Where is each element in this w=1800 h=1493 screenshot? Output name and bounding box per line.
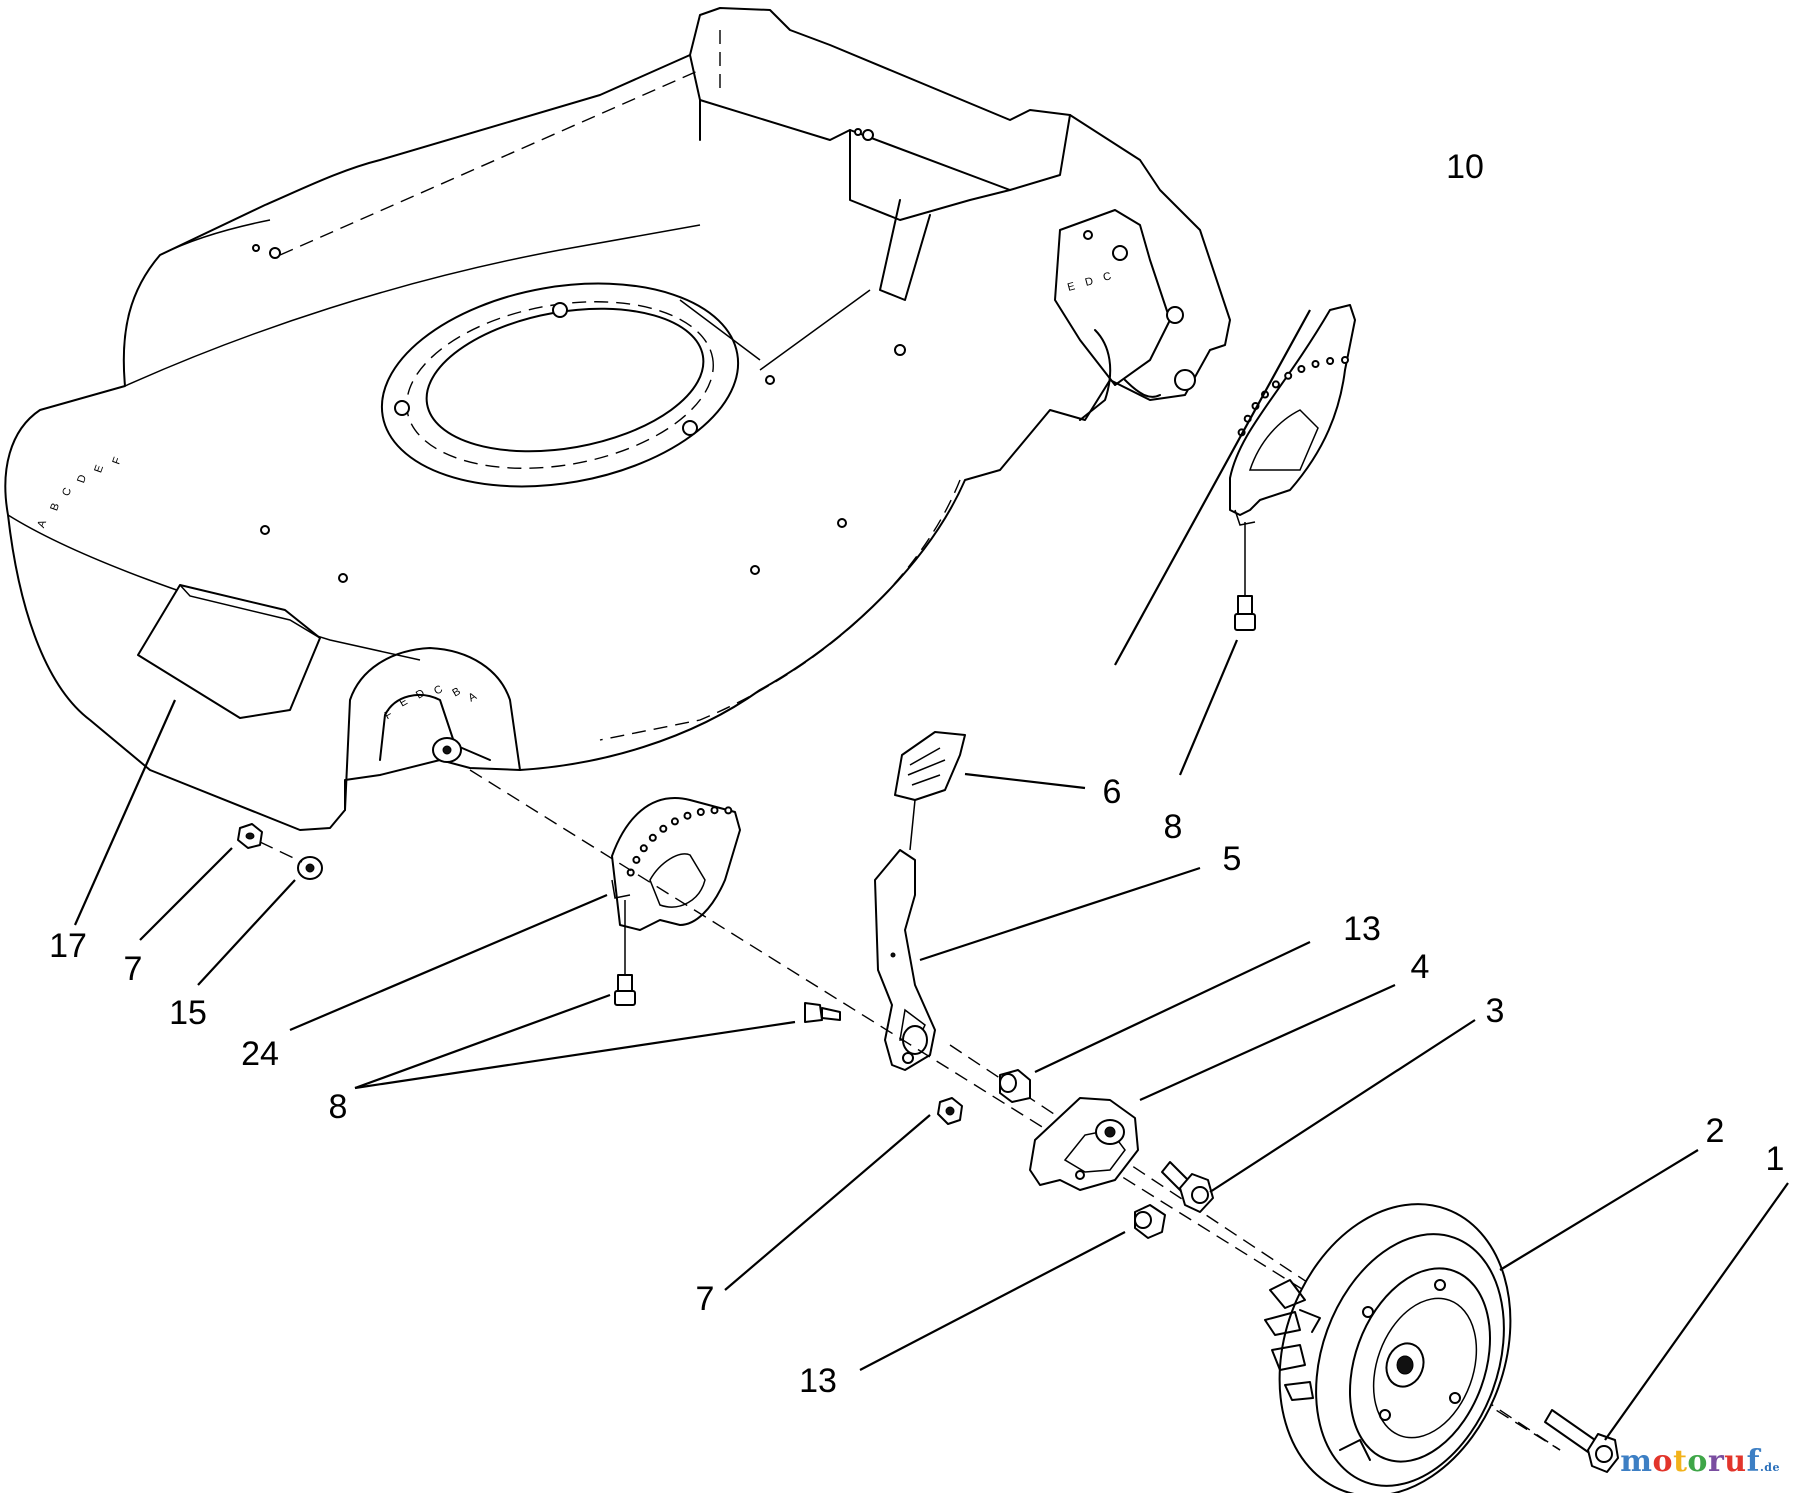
callout-15: 15 xyxy=(169,994,207,1032)
callout-7-upper: 7 xyxy=(124,950,143,988)
callout-8-lower: 8 xyxy=(329,1088,348,1126)
adjuster-notch xyxy=(1284,371,1293,380)
nut-upper-left xyxy=(237,823,263,849)
adjuster-notch xyxy=(1341,356,1349,364)
lever-grip xyxy=(894,731,966,851)
callout-labels: 1 2 3 4 5 6 7 7 8 8 10 13 13 15 17 24 xyxy=(49,148,1784,1400)
front-wheel-well xyxy=(344,647,521,811)
axle-axis-low xyxy=(949,1044,1561,1451)
height-scale-letter: D xyxy=(75,473,89,485)
mounting-bosses xyxy=(252,128,906,583)
main-axle-axis xyxy=(469,769,1561,1451)
watermark-suffix: .de xyxy=(1759,1461,1780,1474)
height-scale-letter: E xyxy=(1066,280,1076,293)
screw-rear xyxy=(1234,595,1256,631)
engine-mount-ring xyxy=(380,282,740,488)
callout-6: 6 xyxy=(1103,773,1122,811)
callout-8-upper: 8 xyxy=(1164,808,1183,846)
grip-guide xyxy=(909,799,916,851)
spacer-lower xyxy=(1134,1204,1166,1239)
callout-10: 10 xyxy=(1446,148,1484,186)
decal-plate-inner xyxy=(179,584,321,639)
hidden-line-top xyxy=(279,69,701,256)
callout-7-lower: 7 xyxy=(696,1280,715,1318)
deck-outline xyxy=(4,7,1231,831)
adjuster-notch xyxy=(724,806,733,815)
height-adjuster-plate-front xyxy=(611,797,741,1006)
rear-recess xyxy=(1079,329,1161,421)
adjuster-notch xyxy=(659,824,668,833)
watermark-letter: o xyxy=(1652,1444,1674,1479)
watermark-letter: t xyxy=(1673,1444,1688,1479)
height-scale-letter: F xyxy=(110,456,124,467)
callout-5: 5 xyxy=(1223,840,1242,878)
rear-axle-hole xyxy=(1174,369,1196,391)
callout-17: 17 xyxy=(49,927,87,965)
rear-bracket-dot xyxy=(1083,230,1093,240)
adjuster-notch xyxy=(639,844,648,853)
washer-upper-left xyxy=(297,856,323,880)
screw-front xyxy=(614,974,636,1006)
adjuster-notch xyxy=(1297,365,1306,373)
axle-bolt xyxy=(1161,1161,1214,1213)
adjuster-teeth-front xyxy=(626,806,733,877)
adjuster-notch xyxy=(696,808,705,816)
spacer-upper xyxy=(999,1069,1031,1103)
rear-bracket xyxy=(1054,209,1171,386)
callout-2: 2 xyxy=(1706,1112,1725,1150)
height-adjust-lever xyxy=(874,849,936,1071)
callout-13-lower: 13 xyxy=(799,1362,837,1400)
callout-1: 1 xyxy=(1766,1140,1785,1178)
callout-13-upper: 13 xyxy=(1343,910,1381,948)
rear-chute-side xyxy=(879,199,931,301)
height-scale-letter: C xyxy=(1102,270,1113,284)
axle-bracket xyxy=(1029,1097,1139,1191)
adjuster-notch xyxy=(632,855,641,864)
adjuster-notch xyxy=(710,806,719,815)
rear-chute-inner xyxy=(679,289,871,371)
height-scale-letter: E xyxy=(92,463,106,474)
leader-lines xyxy=(73,309,1789,1441)
watermark-letter: o xyxy=(1687,1444,1708,1479)
adjuster-notch xyxy=(1311,360,1320,368)
deck-left-ridge xyxy=(159,219,271,256)
front-wheel-well-inner xyxy=(379,694,491,761)
height-scale-letter: D xyxy=(1084,275,1095,289)
wheel xyxy=(1264,1203,1512,1493)
bolt-middle xyxy=(804,1002,841,1023)
callout-4: 4 xyxy=(1411,948,1430,986)
adjuster-notch xyxy=(683,811,692,820)
height-adjuster-plate-rear xyxy=(1229,304,1356,631)
rear-bracket-hole-1 xyxy=(1112,245,1128,261)
watermark-logo: motoruf.de xyxy=(1620,1444,1780,1479)
wheel-bolt xyxy=(1544,1409,1619,1473)
adjuster-notch xyxy=(670,817,679,826)
adjuster-notch xyxy=(648,833,657,842)
rear-bracket-hole-2 xyxy=(1166,306,1184,324)
callout-3: 3 xyxy=(1486,992,1505,1030)
watermark-letter: f xyxy=(1746,1444,1760,1479)
adjuster-notch xyxy=(1271,380,1280,389)
wheel-tread xyxy=(1264,1279,1371,1461)
height-scale-letter: A xyxy=(35,518,49,530)
watermark-letter: u xyxy=(1724,1444,1747,1479)
height-scale-letter: B xyxy=(48,501,62,512)
hidden-line-right xyxy=(599,479,961,741)
deck-top-edge xyxy=(124,224,701,387)
rear-housing-panel-b xyxy=(699,99,1011,221)
watermark-letter: r xyxy=(1707,1444,1725,1479)
axis-nut-washer xyxy=(259,841,303,863)
watermark-letter: m xyxy=(1620,1444,1653,1479)
callout-24: 24 xyxy=(241,1035,279,1073)
adjuster-notch xyxy=(1326,357,1335,365)
nut-lower xyxy=(937,1097,963,1125)
front-axle-hole xyxy=(442,745,452,755)
height-scale-letter: C xyxy=(60,486,74,498)
